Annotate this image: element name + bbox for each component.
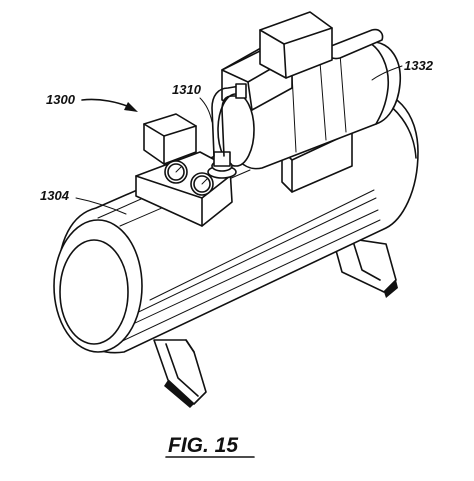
pressure-gauge-left <box>164 160 188 184</box>
reference-numeral-1332: 1332 <box>404 58 434 73</box>
pressure-gauge-right <box>190 172 214 196</box>
arrowhead-icon <box>124 102 138 112</box>
pressure-switch-box <box>143 113 197 165</box>
tube-fitting <box>207 151 237 179</box>
front-leg <box>153 339 207 408</box>
figure-caption-text: FIG. 15 <box>168 434 238 457</box>
air-tube <box>211 83 247 157</box>
rear-leg <box>331 235 398 298</box>
tank-end-cap <box>53 219 143 353</box>
reference-numeral-1304: 1304 <box>40 188 70 203</box>
reference-numeral-1310: 1310 <box>172 82 202 97</box>
label-1300: 1300 <box>46 92 138 112</box>
label-1304: 1304 <box>40 188 127 215</box>
label-1332: 1332 <box>371 58 434 81</box>
label-1310: 1310 <box>172 82 213 123</box>
reference-numeral-1300: 1300 <box>46 92 76 107</box>
figure-caption: FIG. 15 <box>165 434 255 458</box>
